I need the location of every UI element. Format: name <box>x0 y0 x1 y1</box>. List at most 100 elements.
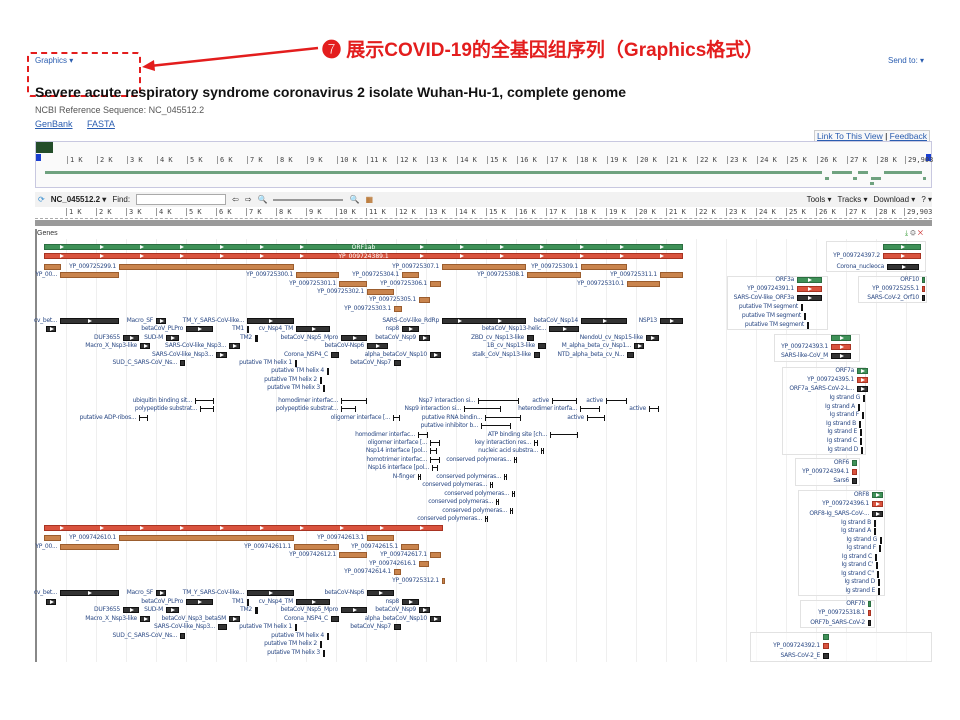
feature-label[interactable]: polypeptide substrat... <box>134 405 197 412</box>
feature-label[interactable]: betaCoV-Nsp6 <box>324 589 364 596</box>
gene-bar[interactable] <box>797 277 822 283</box>
site-mark[interactable] <box>139 415 148 421</box>
feature-label[interactable]: conserved polymeras... <box>444 490 509 497</box>
find-input[interactable] <box>136 194 227 205</box>
feature-label[interactable]: putative TM helix 4 <box>271 632 324 639</box>
mature-peptide-bar[interactable] <box>60 272 119 278</box>
transmembrane-mark[interactable] <box>247 599 249 606</box>
conserved-domain-bar[interactable] <box>296 326 330 332</box>
feature-label[interactable]: putative ADP-ribos... <box>79 414 137 421</box>
transmembrane-mark[interactable] <box>255 607 258 614</box>
conserved-domain-bar[interactable] <box>341 335 367 341</box>
rna-bar[interactable]: YP_009724389.1 <box>44 253 683 260</box>
conserved-domain-bar[interactable] <box>140 343 150 349</box>
transmembrane-mark[interactable] <box>807 322 809 329</box>
feature-label[interactable]: TM1 <box>232 325 244 332</box>
transmembrane-mark[interactable] <box>879 545 881 552</box>
feature-label[interactable]: conserved polymeras... <box>446 456 511 463</box>
feature-label[interactable]: Macro_X_Nsp3-like <box>85 342 137 349</box>
feature-label[interactable]: Macro_SF <box>126 317 154 324</box>
conserved-domain-bar[interactable] <box>156 590 166 596</box>
zoom-in-icon[interactable]: 🔍 <box>349 195 360 204</box>
transmembrane-mark[interactable] <box>874 528 876 535</box>
mature-peptide-bar[interactable] <box>401 544 419 550</box>
site-mark[interactable] <box>478 398 519 404</box>
mature-peptide-bar[interactable] <box>339 281 367 287</box>
conserved-domain-bar[interactable] <box>419 335 430 341</box>
back-icon[interactable]: ⇦ <box>232 195 239 204</box>
scroll-right-icon[interactable] <box>926 154 931 161</box>
rna-bar[interactable] <box>872 501 883 507</box>
feature-label[interactable]: homodimer interfac... <box>355 431 415 438</box>
feature-label[interactable]: YP_009724397.2 <box>833 252 880 259</box>
mature-peptide-bar[interactable] <box>581 264 627 270</box>
feature-label[interactable]: Ig strand A <box>841 527 871 534</box>
site-mark[interactable] <box>430 457 440 463</box>
site-mark[interactable] <box>418 474 421 480</box>
feature-label[interactable]: key interaction res... <box>474 439 531 446</box>
rna-bar[interactable] <box>868 610 871 616</box>
transmembrane-mark[interactable] <box>247 326 249 333</box>
feature-label[interactable]: betaCoV_Nsp7 <box>350 359 391 366</box>
rna-bar[interactable] <box>831 344 851 350</box>
overview-viewport-marker[interactable] <box>36 142 53 153</box>
feature-label[interactable]: YP_009742610.1 <box>69 534 116 541</box>
feature-label[interactable]: TM2 <box>240 334 252 341</box>
transmembrane-mark[interactable] <box>859 421 861 428</box>
feature-label[interactable]: YP_009725311.1 <box>610 271 657 278</box>
feature-label[interactable]: ATP binding site [ch... <box>487 431 548 438</box>
feature-label[interactable]: YP_009725310.1 <box>577 280 624 287</box>
feature-label[interactable]: YP_009724394.1 <box>802 468 849 475</box>
conserved-domain-bar[interactable] <box>180 360 185 366</box>
feature-label[interactable]: SUD-M <box>144 334 163 341</box>
feature-label[interactable]: betaCoV_Nsp7 <box>350 623 391 630</box>
transmembrane-mark[interactable] <box>295 624 297 631</box>
feature-label[interactable]: Ig strand C' <box>841 561 874 568</box>
feature-label[interactable]: alpha_betaCoV_Nsp10 <box>364 351 428 358</box>
feature-label[interactable]: conserved polymeras... <box>428 498 493 505</box>
conserved-domain-bar[interactable] <box>534 352 540 358</box>
conserved-domain-bar[interactable] <box>394 360 401 366</box>
feature-label[interactable]: nsp8 <box>385 598 399 605</box>
gene-bar[interactable] <box>831 335 851 341</box>
feature-label[interactable]: Macro_X_Nsp3-like <box>85 615 137 622</box>
overview-feature[interactable] <box>870 182 874 185</box>
feature-label[interactable]: YP_009724395.1 <box>807 376 854 383</box>
rna-bar[interactable] <box>852 469 857 475</box>
forward-icon[interactable]: ⇨ <box>244 195 252 204</box>
feature-label[interactable]: TM_Y_SARS-CoV-like... <box>182 589 244 596</box>
feature-label[interactable]: YP_00... <box>35 271 57 278</box>
link-to-view[interactable]: Link To This View <box>817 131 883 141</box>
transmembrane-mark[interactable] <box>804 313 806 320</box>
site-mark[interactable] <box>504 474 507 480</box>
help-menu[interactable]: ? ▾ <box>921 195 932 204</box>
feature-label[interactable]: betaCoV_PLPro <box>141 598 183 605</box>
feature-label[interactable]: betaCoV-Nsp6 <box>324 342 364 349</box>
mature-peptide-bar[interactable] <box>442 264 526 270</box>
conserved-domain-bar[interactable] <box>887 264 919 270</box>
feature-label[interactable]: ORF7a_SARS-CoV-2-L... <box>789 385 854 392</box>
feature-label[interactable]: ORF7a <box>835 367 854 374</box>
feature-label[interactable]: heterodimer interfa... <box>518 405 577 412</box>
transmembrane-mark[interactable] <box>874 520 876 527</box>
feature-label[interactable]: Ig strand D <box>844 578 876 585</box>
rna-bar[interactable] <box>883 253 921 259</box>
site-mark[interactable] <box>510 508 513 514</box>
mature-peptide-bar[interactable] <box>394 569 401 575</box>
site-mark[interactable] <box>341 398 367 404</box>
conserved-domain-bar[interactable] <box>527 335 534 341</box>
feature-label[interactable]: nsp8 <box>385 325 399 332</box>
rna-bar[interactable] <box>823 643 829 649</box>
transmembrane-mark[interactable] <box>860 438 862 445</box>
feature-label[interactable]: ORF7b_SARS-CoV-2 <box>810 619 865 626</box>
gene-bar[interactable] <box>852 460 857 466</box>
feature-label[interactable]: nucleic acid substra... <box>478 447 538 454</box>
feature-label[interactable]: putative inhibitor b... <box>420 422 479 429</box>
feature-label[interactable]: NendoU_cv_Nsp15-like <box>579 334 643 341</box>
gene-bar[interactable]: ORF1ab <box>44 244 683 251</box>
transmembrane-mark[interactable] <box>801 304 803 311</box>
gene-bar[interactable] <box>857 368 868 374</box>
feature-label[interactable]: YP_009742612.1 <box>289 551 336 558</box>
conserved-domain-bar[interactable] <box>186 599 213 605</box>
feature-label[interactable]: YP_009724396.1 <box>822 500 869 507</box>
